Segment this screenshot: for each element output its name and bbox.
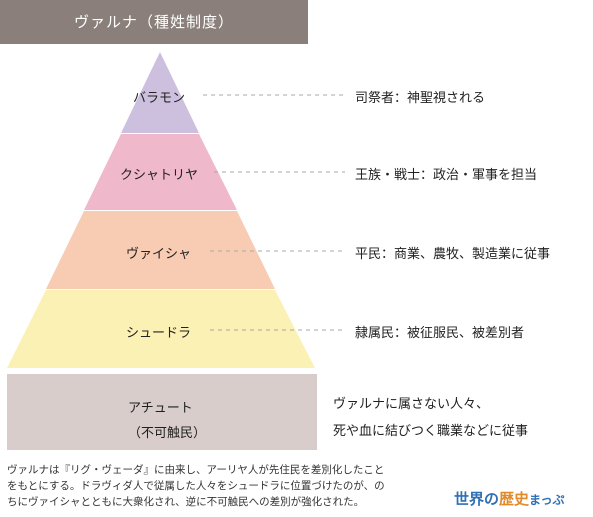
tier-vaishya-shape: [46, 211, 275, 289]
untouchable-label: アチュート: [128, 401, 193, 416]
tier-shudra-shape: [7, 290, 315, 368]
logo-part2: 歴史: [499, 490, 530, 508]
untouchable-sublabel: （不可触民）: [128, 426, 207, 441]
page-title: ヴァルナ（種姓制度）: [73, 13, 234, 31]
tier-label-kshatriya: クシャトリヤ: [120, 168, 199, 183]
untouchable-desc-line2: 死や血に結びつく職業などに従事: [333, 424, 529, 439]
footnote: ヴァルナは『リグ・ヴェーダ』に由来し、アーリヤ人が先住民を差別化したこと をもと…: [7, 462, 447, 510]
logo-part3: まっぷ: [529, 493, 565, 507]
footnote-line: をもとにする。ドラヴィダ人で従属した人々をシュードラに位置づけたのが、の: [7, 480, 385, 492]
untouchable-desc-line1: ヴァルナに属さない人々、: [333, 397, 490, 412]
tier-label-shudra: シュードラ: [126, 326, 192, 341]
tier-label-vaishya: ヴァイシャ: [126, 247, 192, 262]
title-banner: ヴァルナ（種姓制度）: [0, 0, 308, 44]
tier-desc-vaishya: 平民：商業、農牧、製造業に従事: [355, 247, 551, 262]
footnote-line: ヴァルナは『リグ・ヴェーダ』に由来し、アーリヤ人が先住民を差別化したこと: [7, 464, 385, 476]
tier-desc-brahmin: 司祭者：神聖視される: [355, 91, 486, 106]
logo-part1: 世界の: [454, 490, 500, 508]
site-logo: 世界の歴史まっぷ: [454, 488, 565, 509]
tier-desc-shudra: 隷属民：被征服民、被差別者: [355, 326, 525, 341]
tier-desc-kshatriya: 王族・戦士：政治・軍事を担当: [355, 168, 538, 183]
tier-label-brahmin: バラモン: [133, 91, 186, 106]
tier-brahmin-shape: [121, 52, 199, 133]
footnote-line: ちにヴァイシャとともに大衆化され、逆に不可触民への差別が強化された。: [7, 496, 365, 508]
untouchable-box: [7, 374, 317, 450]
tier-kshatriya-shape: [84, 134, 237, 210]
